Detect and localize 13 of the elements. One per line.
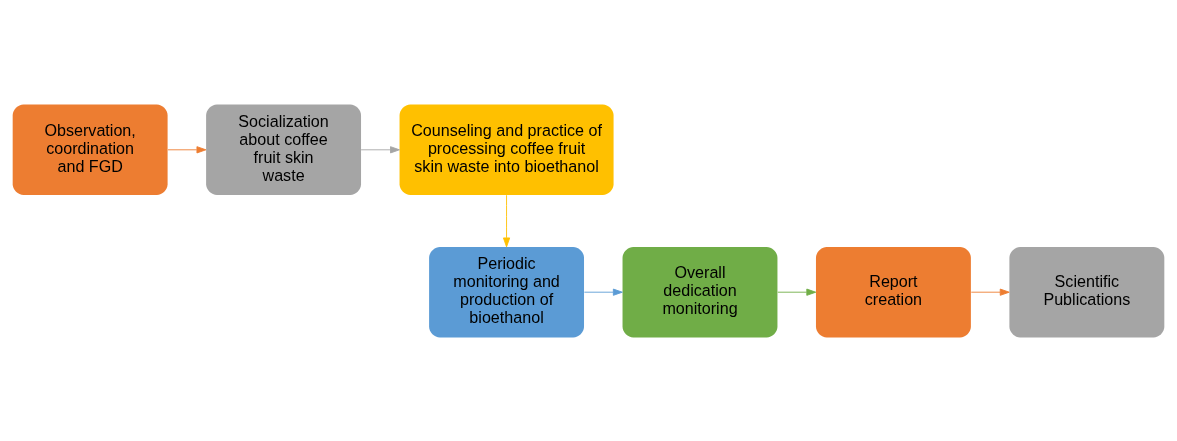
node-box: Overall dedication monitoring <box>622 246 778 337</box>
node-box: Scientific Publications <box>1009 246 1165 337</box>
node-box: Report creation <box>815 246 971 337</box>
arrow <box>970 288 1010 296</box>
node-box: Periodic monitoring and production of bioethanol <box>429 246 584 337</box>
arrow <box>167 145 207 153</box>
node-box: Observation, coordination and FGD <box>12 104 168 195</box>
arrow <box>360 145 400 153</box>
arrow <box>777 288 817 296</box>
node-box: Counseling and practice of processing coffee fruit skin waste into bioethanol <box>399 104 614 195</box>
node-box: Socialization about coffee fruit skin waste <box>206 104 362 195</box>
arrow <box>503 194 511 247</box>
arrow <box>583 288 623 296</box>
